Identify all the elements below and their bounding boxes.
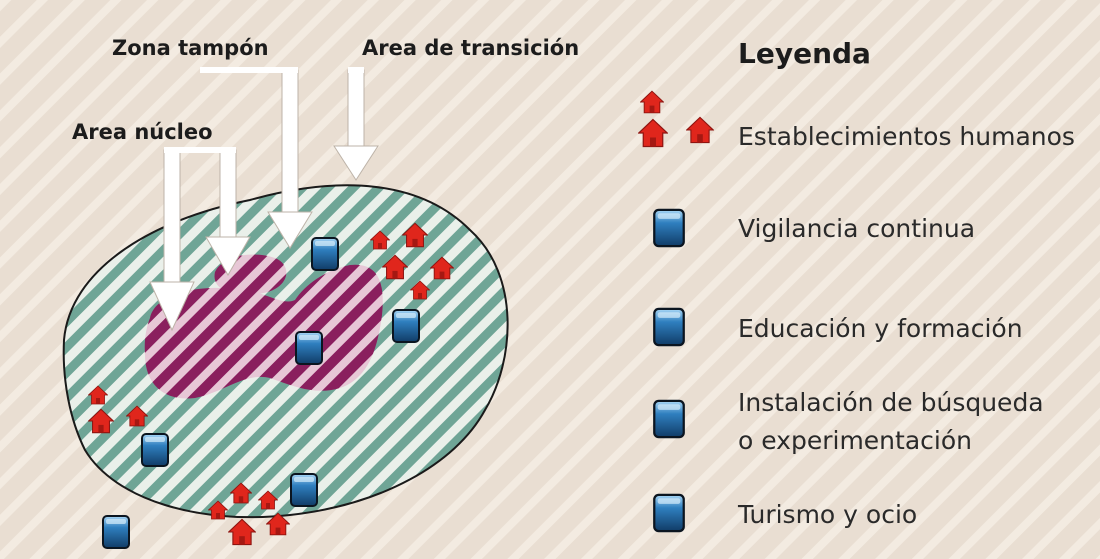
core-zone-main [144, 264, 383, 399]
transition-pointer-arrow [333, 69, 379, 181]
facility-square-icon [102, 515, 130, 549]
legend-blue-square-icon [653, 307, 685, 347]
legend-label-education: Educación y formación [738, 314, 1023, 343]
legend-blue-square-icon [653, 399, 685, 439]
facility-square-icon [311, 237, 339, 271]
legend-blue-square-icon [653, 208, 685, 248]
facility-square-icon [141, 433, 169, 467]
facility-square-icon [392, 309, 420, 343]
facility-square-icon [290, 473, 318, 507]
legend-label-research-line2: o experimentación [738, 426, 972, 455]
buffer-zone-label: Zona tampón [112, 36, 269, 60]
legend-label-tourism: Turismo y ocio [738, 500, 918, 529]
core-pointer-arrow [149, 149, 195, 332]
legend-label-monitoring: Vigilancia continua [738, 214, 976, 243]
legend-title: Leyenda [738, 37, 871, 70]
core-area-label: Area núcleo [72, 120, 213, 144]
facility-square-icon [295, 331, 323, 365]
legend-label-settlements: Establecimientos humanos [738, 122, 1075, 151]
transition-area-label: Area de transición [362, 36, 580, 60]
legend-blue-square-icon [653, 493, 685, 533]
legend-label-research: Instalación de búsqueda [738, 388, 1044, 417]
